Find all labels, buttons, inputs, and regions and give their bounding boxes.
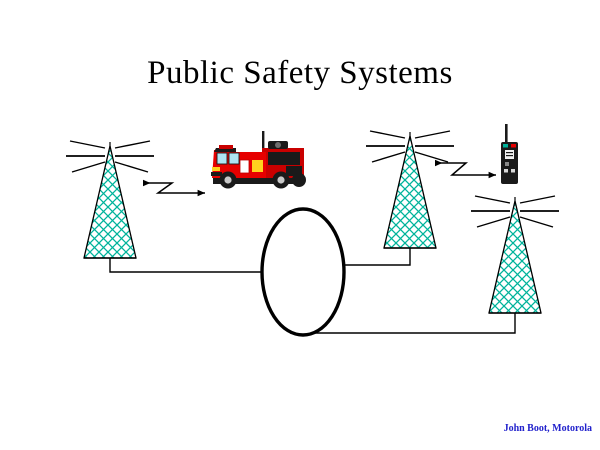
tower-left: [66, 140, 154, 259]
link-tower-right-core: [290, 313, 516, 334]
fire-truck: [211, 131, 306, 189]
signal-lines-icon: [66, 140, 154, 173]
signal-lines-icon: [366, 130, 454, 163]
signal-lines-icon: [471, 195, 559, 228]
network-core-ellipse: [260, 207, 346, 337]
tower-right: [471, 195, 559, 314]
page-title: Public Safety Systems: [147, 55, 453, 91]
footer-credit: John Boot, Motorola: [503, 423, 592, 434]
tower-middle: [366, 130, 454, 249]
link-tower-left-core: [109, 258, 262, 273]
handheld-radio: [501, 124, 518, 184]
link-tower-left-truck: [143, 179, 205, 197]
link-tower-middle-radio: [435, 159, 496, 179]
link-tower-middle-core: [344, 248, 411, 266]
